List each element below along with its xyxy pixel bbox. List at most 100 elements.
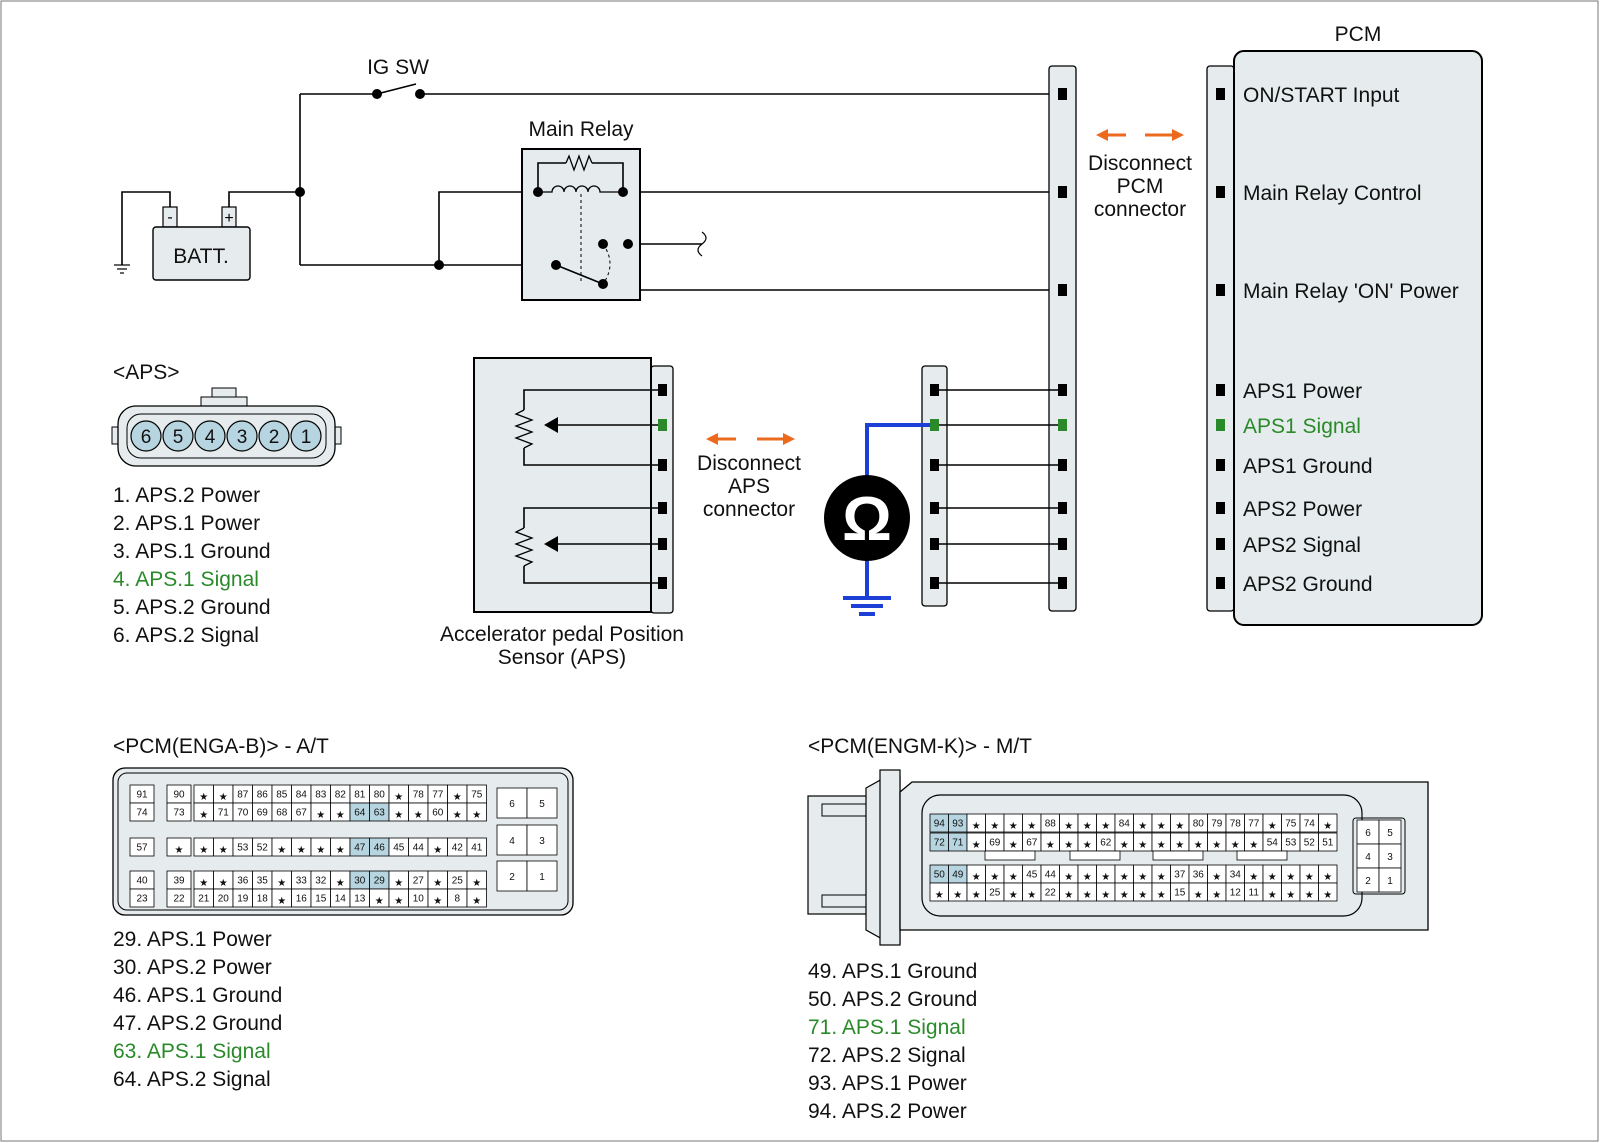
pin-star: ★ <box>199 845 208 856</box>
pin-number: 75 <box>471 790 483 801</box>
keying-slot <box>1236 850 1288 861</box>
aps-harness-pin <box>930 419 939 431</box>
aps-pin-number: 5 <box>173 427 184 448</box>
pin-number: 57 <box>136 843 148 854</box>
aps-sensor <box>473 357 674 614</box>
harness-wires <box>935 389 1063 584</box>
pin-cell <box>1318 882 1338 902</box>
pin-number: 77 <box>432 790 444 801</box>
pin-star: ★ <box>316 845 325 856</box>
pin-star: ★ <box>1212 872 1221 883</box>
pin-star: ★ <box>1175 821 1184 832</box>
pin-number: 34 <box>1230 870 1242 881</box>
aps-sensor-pin <box>658 384 667 396</box>
pcm-pin <box>1216 538 1225 550</box>
pin-number: 67 <box>1026 838 1038 849</box>
pin-number: 14 <box>335 894 347 905</box>
pin-star: ★ <box>1268 821 1277 832</box>
pin-number: 70 <box>237 808 249 819</box>
side-pin-number: 6 <box>1365 828 1371 839</box>
pin-list-item: 64. APS.2 Signal <box>113 1068 271 1091</box>
pin-star: ★ <box>1175 840 1184 851</box>
pin-star: ★ <box>1120 872 1129 883</box>
pin-number: 22 <box>173 894 185 905</box>
pin-number: 37 <box>1174 870 1186 881</box>
pin-star: ★ <box>1138 840 1147 851</box>
pin-star: ★ <box>1064 890 1073 901</box>
side-pin-number: 1 <box>1387 876 1393 887</box>
pin-star: ★ <box>1286 872 1295 883</box>
pcm-pin-label: APS2 Signal <box>1243 534 1361 557</box>
pcm-pin-label: APS1 Power <box>1243 380 1362 403</box>
pin-list-item: 6. APS.2 Signal <box>113 624 259 647</box>
pin-cell <box>166 837 192 857</box>
side-pin-number: 4 <box>509 836 515 847</box>
pin-list-item: 93. APS.1 Power <box>808 1072 967 1095</box>
aps-harness-pin <box>930 577 939 589</box>
pin-number: 21 <box>198 894 210 905</box>
pin-number: 69 <box>257 808 269 819</box>
aps-sensor-label-1: Accelerator pedal Position <box>440 623 684 646</box>
battery-label: BATT. <box>173 245 229 268</box>
pin-number: 50 <box>934 870 946 881</box>
pin-star: ★ <box>1194 890 1203 901</box>
pin-number: 63 <box>374 808 386 819</box>
pin-star: ★ <box>1323 890 1332 901</box>
pcm-connector-strip <box>1206 65 1235 612</box>
pin-number: 13 <box>354 894 366 905</box>
pcm-pin-label: Main Relay Control <box>1243 182 1422 205</box>
pcm-pin <box>1216 284 1225 296</box>
pin-number: 72 <box>934 838 946 849</box>
pcm-box <box>1233 50 1483 626</box>
pin-star: ★ <box>453 810 462 821</box>
pin-list-item: 46. APS.1 Ground <box>113 984 282 1007</box>
side-pin-cell <box>526 787 558 819</box>
pin-number: 52 <box>1304 838 1316 849</box>
pin-number: 82 <box>335 790 347 801</box>
pin-star: ★ <box>1064 840 1073 851</box>
pin-star: ★ <box>1064 872 1073 883</box>
pcm-pin-label: Main Relay 'ON' Power <box>1243 280 1459 303</box>
connector-pin-marks <box>658 88 1225 589</box>
pin-star: ★ <box>433 878 442 889</box>
pin-star: ★ <box>1138 821 1147 832</box>
side-pin-cell <box>496 824 528 856</box>
pin-star: ★ <box>1101 872 1110 883</box>
pin-number: 52 <box>257 843 269 854</box>
pin-star: ★ <box>175 845 184 856</box>
harness-pin <box>1058 284 1067 296</box>
pin-list-item: 5. APS.2 Ground <box>113 596 271 619</box>
pin-star: ★ <box>277 845 286 856</box>
side-pin-cell <box>526 860 558 892</box>
pin-star: ★ <box>953 890 962 901</box>
pin-star: ★ <box>219 792 228 803</box>
keying-slot <box>1069 850 1121 861</box>
pcm-pin <box>1216 419 1225 431</box>
pin-number: 10 <box>413 894 425 905</box>
aps-pin <box>226 420 258 452</box>
pin-number: 74 <box>136 808 148 819</box>
pin-star: ★ <box>990 821 999 832</box>
pin-list-item: 4. APS.1 Signal <box>113 568 259 591</box>
pin-number: 91 <box>136 790 148 801</box>
side-pin-number: 6 <box>509 799 515 810</box>
aps-pin <box>258 420 290 452</box>
pin-list-item: 72. APS.2 Signal <box>808 1044 966 1067</box>
pcm-pin-label: APS2 Power <box>1243 498 1362 521</box>
pin-star: ★ <box>990 872 999 883</box>
disconnect-aps-label-1: Disconnect <box>697 452 801 475</box>
disconnect-aps-label-2: APS <box>728 475 770 498</box>
pin-star: ★ <box>433 845 442 856</box>
pin-star: ★ <box>1157 840 1166 851</box>
side-pin-number: 3 <box>1387 852 1393 863</box>
pin-number: 85 <box>276 790 288 801</box>
pcm-pin-label: ON/START Input <box>1243 84 1400 107</box>
pin-number: 83 <box>315 790 327 801</box>
pin-number: 67 <box>296 808 308 819</box>
battery-minus-label: - <box>167 209 172 226</box>
pin-star: ★ <box>394 792 403 803</box>
harness-connector-strip <box>1048 65 1077 612</box>
